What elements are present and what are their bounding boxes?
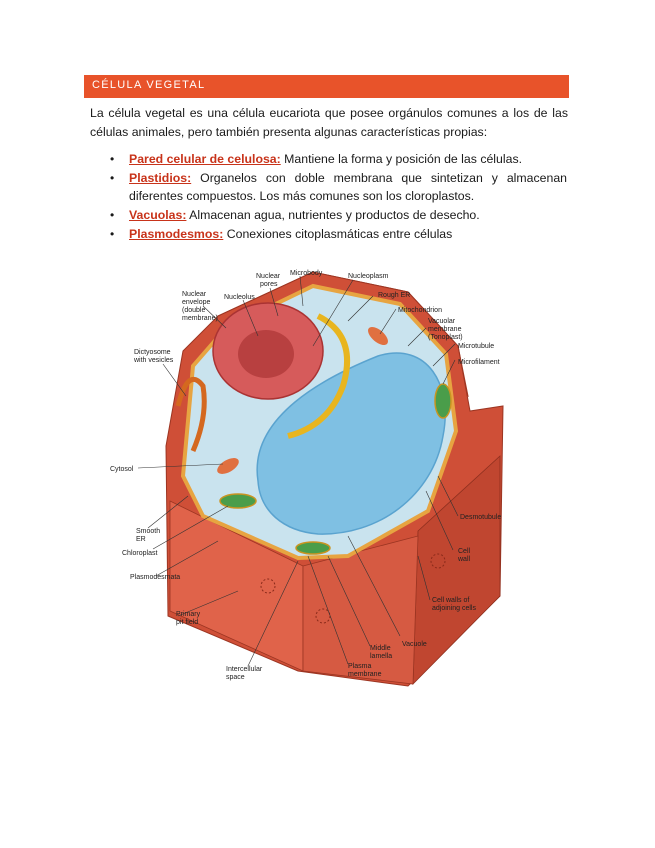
bullet-icon: • — [110, 227, 115, 241]
label-nucleolus: Nucleolus — [224, 294, 255, 301]
term-vacuoles: Vacuolas: — [129, 208, 187, 222]
term-plastids: Plastidios: — [129, 171, 192, 185]
item-text: Conexiones citoplasmáticas entre células — [223, 227, 453, 241]
bullet-icon: • — [110, 171, 115, 185]
section-title: CÉLULA VEGETAL — [92, 79, 206, 91]
label-rough-er: Rough ER — [378, 292, 410, 299]
label-plasmodesmata: Plasmodesmata — [130, 574, 180, 581]
label-microfilament: Microfilament — [458, 359, 500, 366]
item-text: Organelos con doble membrana que sinteti… — [129, 171, 567, 203]
mitochondrion-shape-2 — [217, 458, 239, 474]
label-microtubule: Microtubule — [458, 343, 494, 350]
bullet-icon: • — [110, 208, 115, 222]
pit-field-1 — [260, 578, 276, 594]
term-cell-wall: Pared celular de celulosa: — [129, 152, 281, 166]
cell-wall-front-face-2 — [302, 535, 419, 685]
chloroplast-shape-2 — [434, 383, 452, 419]
rough-er-shape — [287, 313, 351, 439]
chloroplast-shape-1 — [219, 493, 257, 509]
list-item: • Plasmodesmos: Conexiones citoplasmática… — [107, 225, 567, 243]
label-cytosol: Cytosol — [110, 466, 134, 473]
intro-paragraph: La célula vegetal es una célula eucariot… — [90, 106, 568, 139]
label-chloroplast: Chloroplast — [122, 550, 157, 557]
bullet-icon: • — [110, 152, 115, 166]
label-mitochondrion: Mitochondrion — [398, 307, 442, 314]
nucleolus-shape — [238, 330, 294, 378]
list-item: • Plastidios: Organelos con doble membran… — [107, 169, 567, 205]
label-microbody: Microbody — [290, 270, 323, 277]
features-list: • Pared celular de celulosa: Mantiene la … — [107, 150, 567, 244]
dictyosome-shape — [175, 376, 207, 452]
list-item: • Pared celular de celulosa: Mantiene la … — [107, 150, 567, 168]
section-header: CÉLULA VEGETAL — [84, 75, 569, 98]
term-plasmodesmata: Plasmodesmos: — [129, 227, 224, 241]
vacuole-shape — [256, 352, 446, 535]
label-desmotubule: Desmotubule — [460, 514, 501, 521]
leader-lines — [137, 275, 459, 667]
pit-field-3 — [430, 553, 446, 569]
label-vacuole: Vacuole — [402, 641, 427, 648]
chloroplast-shape-3 — [295, 541, 331, 555]
label-nucleoplasm: Nucleoplasm — [348, 273, 389, 280]
item-text: Almacenan agua, nutrientes y productos d… — [186, 208, 480, 222]
mitochondrion-shape-1 — [368, 327, 388, 345]
item-text: Mantiene la forma y posición de las célu… — [280, 152, 523, 166]
list-item: • Vacuolas: Almacenan agua, nutrientes y … — [107, 206, 567, 224]
